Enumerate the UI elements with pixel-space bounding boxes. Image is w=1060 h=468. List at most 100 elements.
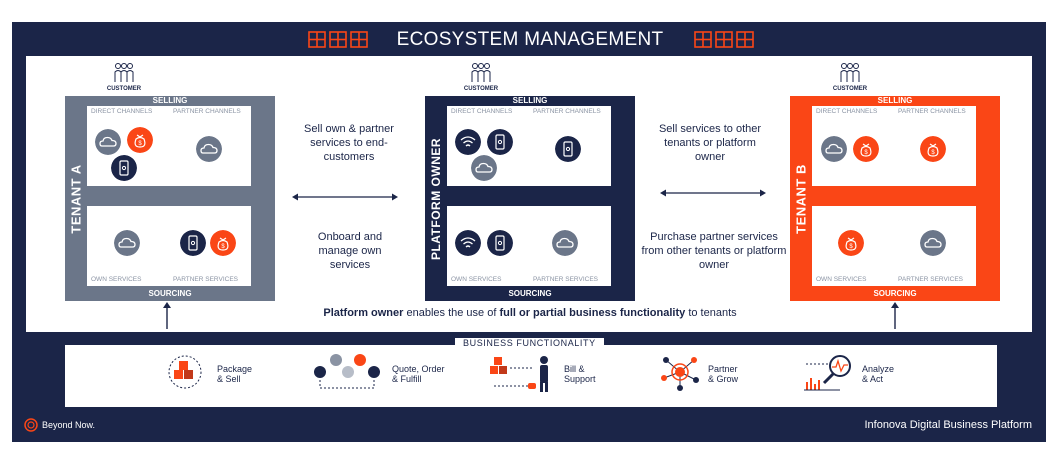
bf-item-partner-grow: Partner& Grow <box>660 350 770 398</box>
mobile-icon <box>555 136 581 162</box>
wifi-icon <box>455 129 481 155</box>
tenant-b-box: SELLING TENANT B DIRECT CHANNELS PARTNER… <box>790 96 1000 301</box>
cloud-icon <box>471 155 497 181</box>
up-arrow-left <box>163 302 171 332</box>
selling-label: SELLING <box>152 96 188 105</box>
package-icon <box>168 355 202 389</box>
mobile-icon <box>111 155 137 181</box>
own-services-cell: OWN SERVICES <box>87 206 169 286</box>
tenant-a-side: TENANT A <box>65 106 87 291</box>
footer-brand: Beyond Now. <box>42 420 96 430</box>
svg-text:$: $ <box>849 244 853 250</box>
moneybag-icon: $ <box>838 230 864 256</box>
sourcing-label: SOURCING <box>148 289 192 298</box>
svg-text:$: $ <box>931 150 935 156</box>
tenant-b-side: TENANT B <box>790 106 812 291</box>
bf-label-3: Bill &Support <box>564 364 596 384</box>
selling-label: SELLING <box>512 96 548 105</box>
customer-label-b: CUSTOMER <box>832 86 868 92</box>
bf-label-4: Partner& Grow <box>708 364 738 384</box>
bf-label-1: Package& Sell <box>217 364 252 384</box>
direct-channels-label: DIRECT CHANNELS <box>816 108 878 115</box>
customer-group-icon <box>114 63 134 82</box>
right-flow-bottom-text: Purchase partner services from other ten… <box>641 231 787 271</box>
platform-owner-side: PLATFORM OWNER <box>425 106 447 291</box>
bf-line-5b: & Act <box>862 374 884 384</box>
partner-network-icon <box>661 357 699 391</box>
customer-group-icon <box>471 63 491 82</box>
bf-item-analyze-act: Analyze& Act <box>804 350 914 398</box>
bf-label-2: Quote, Order& Fulfill <box>392 364 445 384</box>
partner-channels-label: PARTNER CHANNELS <box>173 108 241 115</box>
grid-icon-left <box>308 31 368 48</box>
grid-icon-right <box>694 31 754 48</box>
customer-group-icon <box>840 63 860 82</box>
right-flow-top-text: Sell services to other tenants or platfo… <box>658 123 762 163</box>
bf-line-1a: Package <box>217 364 253 374</box>
partner-channels-label: PARTNER CHANNELS <box>898 108 966 115</box>
note-bold-2: full or partial business functionality <box>499 307 686 319</box>
direct-channels-label: DIRECT CHANNELS <box>451 108 513 115</box>
customer-label-a: CUSTOMER <box>106 86 142 92</box>
own-services-label: OWN SERVICES <box>91 276 142 283</box>
moneybag-icon: $ <box>127 127 153 153</box>
mobile-icon <box>180 230 206 256</box>
divider <box>26 329 1032 332</box>
bf-line-3a: Bill & <box>564 364 585 374</box>
bf-line-1b: & Sell <box>217 374 241 384</box>
bf-item-package-sell: Package& Sell <box>165 350 265 398</box>
cloud-icon <box>114 230 140 256</box>
analyze-magnifier-icon <box>804 355 851 391</box>
business-functionality-title: BUSINESS FUNCTIONALITY <box>455 338 604 348</box>
own-services-label: OWN SERVICES <box>816 276 867 283</box>
selling-label: SELLING <box>877 96 913 105</box>
cloud-icon <box>821 136 847 162</box>
up-arrow-right <box>891 302 899 332</box>
bf-line-5a: Analyze <box>862 364 895 374</box>
cloud-icon <box>920 230 946 256</box>
svg-text:$: $ <box>138 141 142 147</box>
footer-platform: Infonova Digital Business Platform <box>864 419 1032 431</box>
platform-note: Platform owner enables the use of full o… <box>0 307 1060 319</box>
double-arrow-right <box>660 189 766 197</box>
moneybag-icon: $ <box>210 230 236 256</box>
moneybag-icon: $ <box>853 136 879 162</box>
tenant-a-title: TENANT A <box>68 163 84 234</box>
svg-text:$: $ <box>221 244 225 250</box>
sourcing-label: SOURCING <box>873 289 917 298</box>
bf-line-4a: Partner <box>708 364 738 374</box>
partner-services-label: PARTNER SERVICES <box>533 276 599 283</box>
partner-channels-label: PARTNER CHANNELS <box>533 108 601 115</box>
tenant-a-box: SELLING TENANT A DIRECT CHANNELS PARTNER… <box>65 96 275 301</box>
page-title: ECOSYSTEM MANAGEMENT <box>396 29 664 50</box>
note-text-1: enables the use of <box>403 307 500 319</box>
svg-text:$: $ <box>864 150 868 156</box>
platform-owner-box: SELLING PLATFORM OWNER DIRECT CHANNELS P… <box>425 96 635 301</box>
direct-channels-label: DIRECT CHANNELS <box>91 108 153 115</box>
bf-item-bill-support: Bill &Support <box>488 350 608 398</box>
partner-services-label: PARTNER SERVICES <box>898 276 964 283</box>
note-bold-1: Platform owner <box>323 307 404 319</box>
moneybag-icon: $ <box>920 136 946 162</box>
sourcing-label: SOURCING <box>508 289 552 298</box>
cloud-icon <box>196 136 222 162</box>
note-text-2: to tenants <box>685 307 737 319</box>
bill-support-icon <box>490 356 548 392</box>
left-flow-top-text: Sell own & partner services to end-custo… <box>304 123 394 163</box>
mobile-icon <box>487 129 513 155</box>
quote-order-icon <box>314 354 380 389</box>
cloud-icon <box>95 129 121 155</box>
double-arrow-left <box>292 193 398 201</box>
platform-owner-title: PLATFORM OWNER <box>429 137 443 260</box>
left-flow-bottom-text: Onboard and manage own services <box>317 231 383 271</box>
bf-line-2a: Quote, Order <box>392 364 445 374</box>
bf-line-3b: Support <box>564 374 596 384</box>
customer-label-po: CUSTOMER <box>463 86 499 92</box>
cloud-icon <box>552 230 578 256</box>
bf-line-2b: & Fulfill <box>392 374 422 384</box>
bf-line-4b: & Grow <box>708 374 739 384</box>
bf-item-quote-order: Quote, Order& Fulfill <box>312 350 462 398</box>
beyond-now-logo-icon <box>24 418 38 432</box>
mobile-icon <box>487 230 513 256</box>
tenant-b-title: TENANT B <box>793 163 809 234</box>
